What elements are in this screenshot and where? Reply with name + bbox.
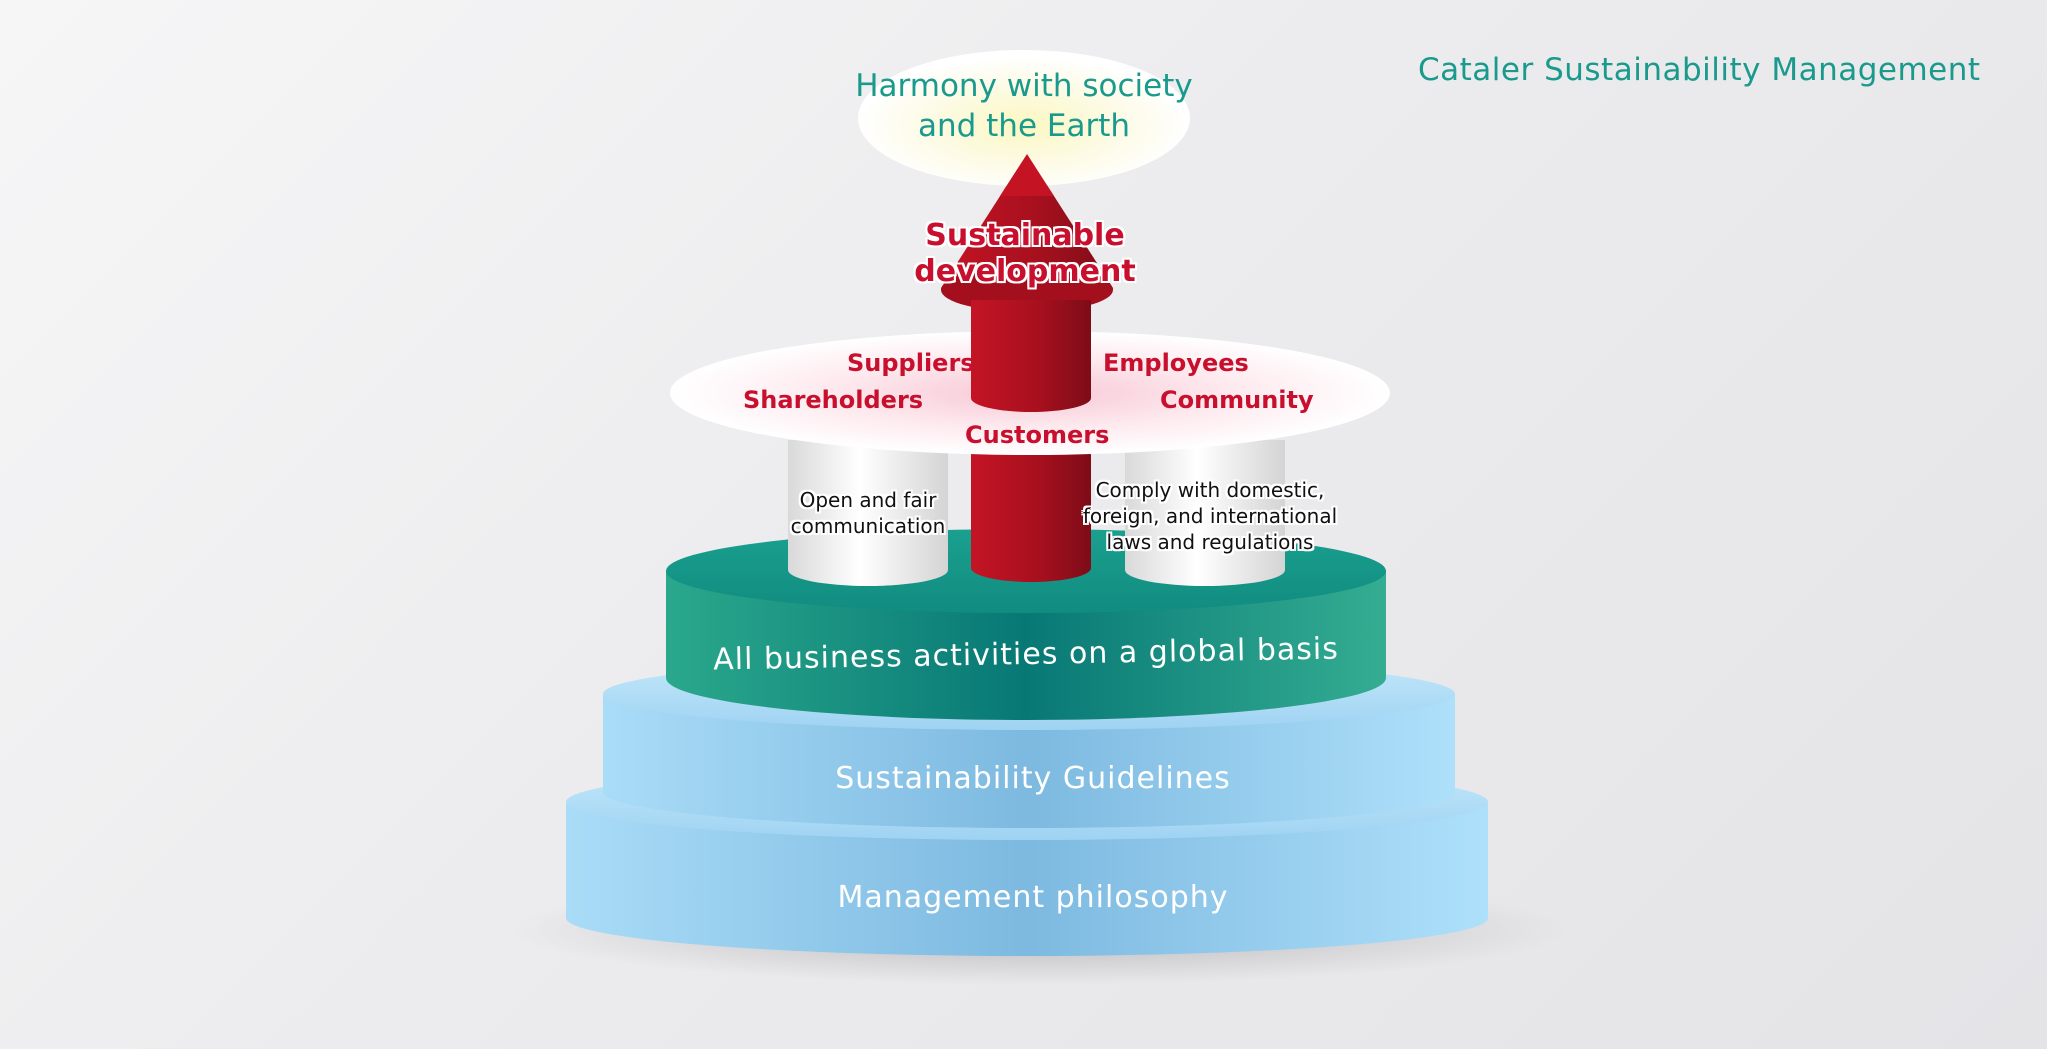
goal-line-1: Harmony with society <box>855 68 1193 104</box>
tier-guidelines-label: Sustainability Guidelines <box>835 761 1231 796</box>
pillar-left-label: Open and fair communication <box>768 487 968 539</box>
pillar-left <box>788 440 948 586</box>
stakeholder-shareholders: Shareholders <box>743 386 924 414</box>
arrow-shaft-lower <box>971 440 1091 582</box>
arrow-label: Sustainable development <box>880 218 1170 290</box>
stakeholder-customers: Customers <box>965 421 1110 449</box>
pillar-left-line-2: communication <box>790 514 946 538</box>
stakeholder-community: Community <box>1160 386 1314 414</box>
arrow-line-1: Sustainable <box>925 218 1125 253</box>
arrow-upper <box>941 154 1113 412</box>
pillar-left-line-1: Open and fair <box>799 488 937 512</box>
goal-line-2: and the Earth <box>917 108 1131 144</box>
stakeholder-employees: Employees <box>1103 349 1249 377</box>
arrow-tip <box>1000 154 1054 196</box>
pillar-right <box>1125 440 1285 586</box>
pillar-right-label: Comply with domestic, foreign, and inter… <box>1065 477 1355 555</box>
arrow-line-2: development <box>914 254 1136 289</box>
pillar-right-line-3: laws and regulations <box>1106 530 1314 554</box>
goal-label: Harmony with society and the Earth <box>824 66 1224 146</box>
goal-ellipse <box>858 50 1190 186</box>
pillar-right-line-1: Comply with domestic, <box>1095 478 1325 502</box>
stakeholder-suppliers: Suppliers <box>847 349 975 377</box>
tier-philosophy-label: Management philosophy <box>837 880 1229 915</box>
page-title: Cataler Sustainability Management <box>1418 52 1981 88</box>
pillar-right-line-2: foreign, and international <box>1082 504 1338 528</box>
